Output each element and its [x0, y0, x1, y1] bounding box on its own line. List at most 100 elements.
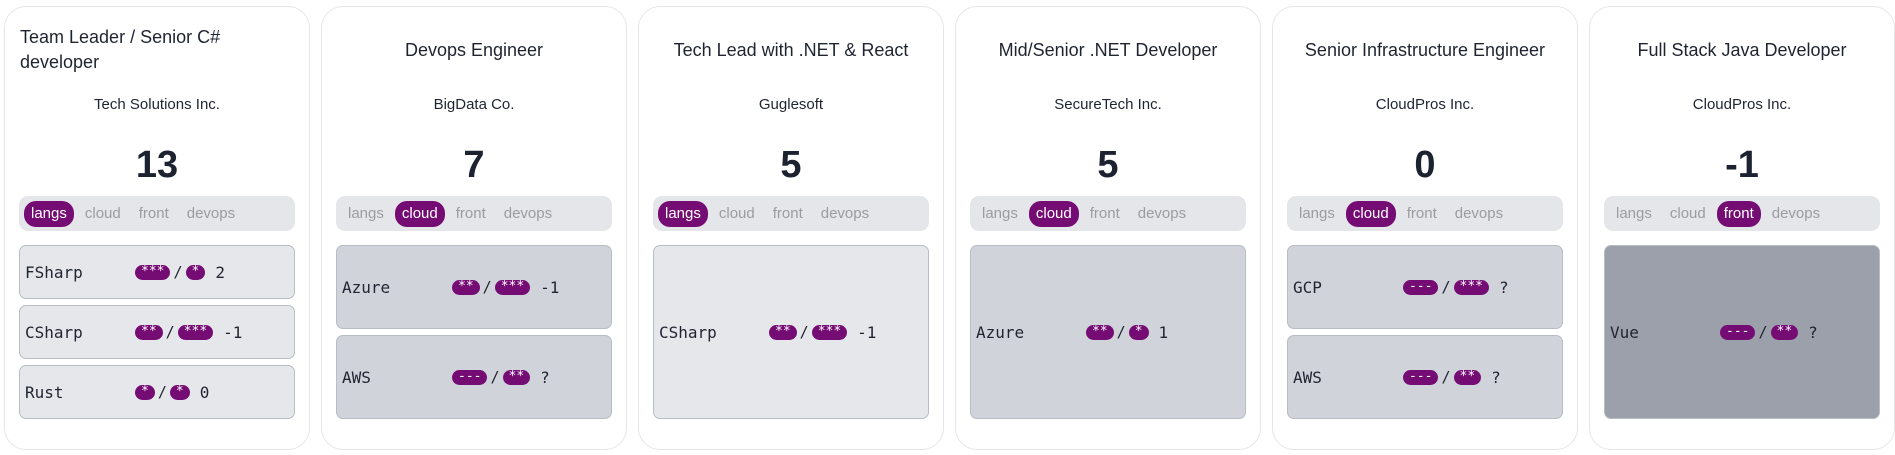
skill-name: GCP	[1293, 277, 1322, 297]
skill-name: AWS	[1293, 367, 1322, 387]
required-level-badge: ---	[1720, 324, 1756, 340]
candidate-level-badge: *	[185, 264, 206, 280]
tab-devops[interactable]: devops	[1454, 204, 1504, 222]
tab-front[interactable]: front	[138, 204, 169, 222]
tab-devops[interactable]: devops	[1137, 204, 1187, 222]
job-title: Tech Lead with .NET & React	[673, 39, 909, 60]
skill-list: Azure**/*1	[970, 245, 1246, 419]
job-title: Senior Infrastructure Engineer	[1304, 39, 1546, 60]
skill-score: ?	[1491, 367, 1501, 387]
match-score: 13	[135, 144, 179, 186]
candidate-level-badge: ***	[1453, 279, 1489, 295]
skill-row: Azure**/*1	[970, 245, 1246, 419]
tab-langs[interactable]: langs	[1299, 204, 1335, 222]
level-separator: /	[1441, 278, 1451, 296]
level-separator: /	[1116, 323, 1126, 341]
match-score: 7	[463, 144, 485, 186]
skill-name: Rust	[25, 382, 64, 402]
required-level-badge: ---	[452, 369, 488, 385]
tab-langs[interactable]: langs	[348, 204, 384, 222]
tab-front[interactable]: front	[1716, 200, 1761, 227]
skill-level-comparison: **/***-1	[452, 278, 559, 297]
skill-name: Azure	[342, 277, 391, 297]
job-title: Team Leader / Senior C# developer	[20, 27, 221, 72]
skill-row: Azure**/***-1	[336, 245, 612, 329]
skill-category-tabs: langs cloud front devops	[1287, 196, 1563, 231]
skill-row: AWS ---/**?	[1287, 335, 1563, 419]
candidate-level-badge: **	[1453, 369, 1482, 385]
company-name: Tech Solutions Inc.	[94, 96, 220, 113]
required-level-badge: **	[1086, 324, 1114, 340]
level-separator: /	[173, 263, 183, 281]
tab-langs[interactable]: langs	[1616, 204, 1652, 222]
skill-category-tabs: langs cloud front devops	[653, 196, 929, 231]
tab-front[interactable]: front	[1406, 204, 1437, 222]
skill-score: -1	[857, 322, 877, 342]
skill-level-comparison: ***/* 2	[135, 263, 225, 282]
tab-langs[interactable]: langs	[24, 200, 74, 227]
skill-level-comparison: */*0	[135, 383, 209, 402]
tab-cloud[interactable]: cloud	[718, 204, 755, 222]
job-title: Full Stack Java Developer	[1637, 39, 1847, 60]
company-name: CloudPros Inc.	[1692, 96, 1792, 113]
skill-level-comparison: ---/**?	[1403, 368, 1501, 387]
skill-score: ?	[540, 367, 550, 387]
skill-row: CSharp**/***-1	[653, 245, 929, 419]
company-name: BigData Co.	[433, 96, 515, 113]
required-level-badge: ***	[135, 264, 171, 280]
match-score: -1	[1725, 144, 1759, 186]
tab-cloud[interactable]: cloud	[1669, 204, 1706, 222]
level-separator: /	[799, 323, 809, 341]
skill-list: CSharp**/***-1	[653, 245, 929, 419]
skill-name: CSharp	[659, 322, 717, 342]
company-name: Guglesoft	[758, 96, 824, 113]
skill-name: AWS	[342, 367, 371, 387]
skill-score: 1	[1158, 322, 1169, 342]
tab-front[interactable]: front	[1089, 204, 1120, 222]
tab-front[interactable]: front	[772, 204, 803, 222]
skill-level-comparison: **/*1	[1086, 323, 1168, 342]
job-title: Devops Engineer	[404, 39, 544, 60]
skill-score: 0	[199, 382, 210, 402]
match-score: 5	[780, 144, 802, 186]
tab-langs[interactable]: langs	[658, 200, 708, 227]
tab-devops[interactable]: devops	[503, 204, 553, 222]
candidate-level-badge: **	[502, 369, 531, 385]
skill-list: Vue---/**?	[1604, 245, 1880, 419]
company-name: SecureTech Inc.	[1054, 96, 1162, 113]
required-level-badge: **	[452, 279, 480, 295]
skill-score: -1	[223, 322, 243, 342]
skill-level-comparison: ---/***?	[1403, 278, 1509, 297]
required-level-badge: ---	[1403, 279, 1439, 295]
tab-devops[interactable]: devops	[820, 204, 870, 222]
skill-list: GCP---/***?AWS---/**?	[1287, 245, 1563, 419]
skill-score: -1	[540, 277, 560, 297]
tab-devops[interactable]: devops	[1771, 204, 1821, 222]
skill-row: Rust*/*0	[19, 365, 295, 419]
skill-level-comparison: **/***-1	[769, 323, 876, 342]
skill-row: FSharp***/*2	[19, 245, 295, 299]
tab-cloud[interactable]: cloud	[1345, 200, 1396, 227]
candidate-level-badge: ***	[811, 324, 848, 340]
skill-score: 2	[215, 262, 225, 282]
skill-row: AWS ---/**?	[336, 335, 612, 419]
tab-cloud[interactable]: cloud	[1028, 200, 1079, 227]
tab-front[interactable]: front	[455, 204, 486, 222]
candidate-level-badge: ***	[494, 279, 531, 295]
required-level-badge: ---	[1403, 369, 1439, 385]
skill-level-comparison: ---/**?	[452, 368, 550, 387]
tab-cloud[interactable]: cloud	[84, 204, 121, 222]
tab-devops[interactable]: devops	[186, 204, 236, 222]
tab-cloud[interactable]: cloud	[394, 200, 445, 227]
tab-langs[interactable]: langs	[982, 204, 1018, 222]
required-level-badge: *	[135, 384, 155, 400]
